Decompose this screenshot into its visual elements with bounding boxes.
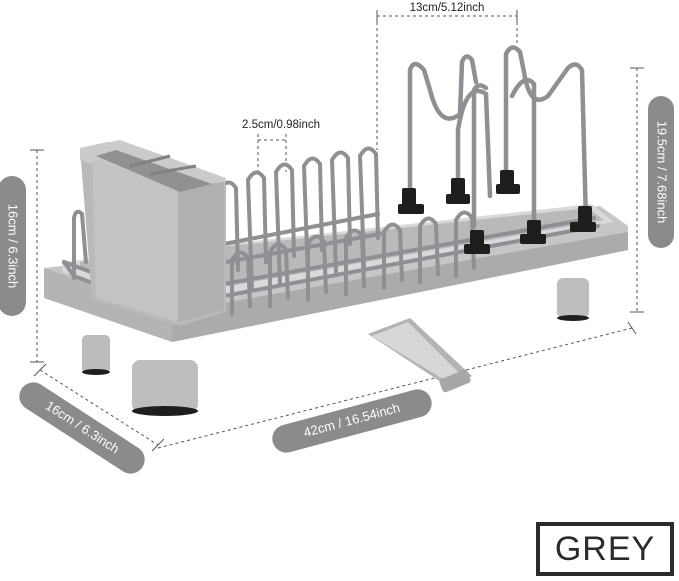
top-width-label: 13cm/5.12inch xyxy=(410,2,485,14)
dish-rack xyxy=(44,45,628,416)
dish-wires-back xyxy=(217,146,382,300)
length-pill: 42cm / 16.54inch xyxy=(272,389,432,453)
slot-spacing-label: 2.5cm/0.98inch xyxy=(242,119,320,131)
rubber-clips xyxy=(398,170,596,254)
height-right-pill: 19.5cm / 7.68inch xyxy=(648,96,674,248)
depth-pill: 16cm / 6.3inch xyxy=(19,382,145,474)
dimension-lines xyxy=(30,10,644,452)
color-label-badge: GREY xyxy=(536,522,674,576)
height-left-label: 16cm / 6.3inch xyxy=(6,204,21,289)
depth-label: 16cm / 6.3inch xyxy=(43,398,122,457)
height-right-label: 19.5cm / 7.68inch xyxy=(655,121,670,224)
rack-feet xyxy=(82,278,589,416)
lid-holders xyxy=(407,45,589,233)
utensil-cup xyxy=(80,140,226,326)
drain-spout xyxy=(368,318,472,393)
height-left-pill: 16cm / 6.3inch xyxy=(0,176,26,316)
